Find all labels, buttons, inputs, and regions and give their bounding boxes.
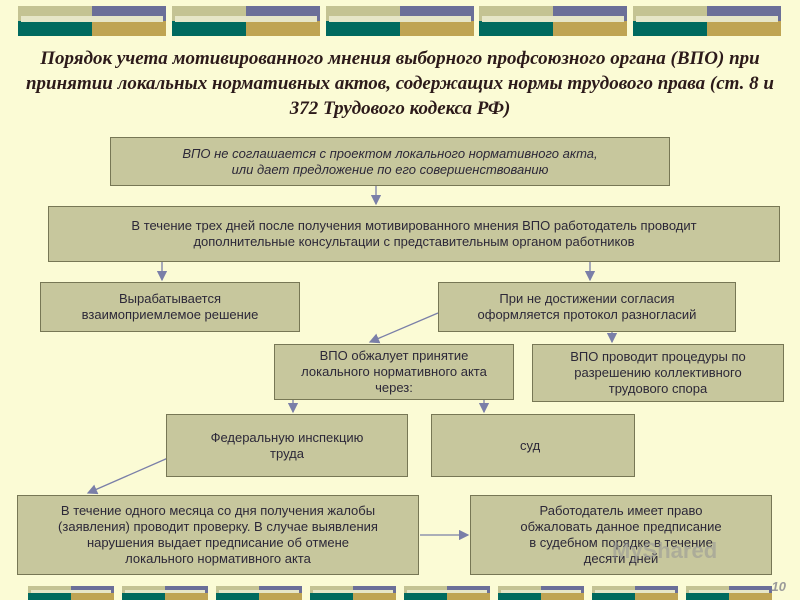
decor-tile: [479, 6, 627, 36]
decor-tile: [498, 586, 584, 600]
box-consultations: В течение трех дней после получения моти…: [48, 206, 780, 262]
box-vpo-disagrees: ВПО не соглашается с проектом локального…: [110, 137, 670, 186]
top-decor-strip: [0, 6, 800, 46]
decor-tile: [404, 586, 490, 600]
decor-tile: [633, 6, 781, 36]
box-mutual-decision: Вырабатывается взаимоприемлемое решение: [40, 282, 300, 332]
decor-tile: [122, 586, 208, 600]
page-title: Порядок учета мотивированного мнения выб…: [25, 48, 774, 119]
decor-tile: [172, 6, 320, 36]
arrow-noagree-to-appeal: [368, 312, 439, 344]
decor-tile: [28, 586, 114, 600]
decor-tile: [592, 586, 678, 600]
watermark-logo: MyShared: [612, 538, 718, 563]
decor-tile: [216, 586, 302, 600]
page-number: 10: [771, 579, 786, 594]
box-labor-dispute: ВПО проводит процедуры по разрешению кол…: [532, 344, 784, 402]
bottom-decor-strip: [0, 586, 800, 600]
box-inspection-check: В течение одного месяца со дня получения…: [17, 495, 419, 575]
box-court: суд: [431, 414, 635, 477]
box-federal-inspection: Федеральную инспекцию труда: [166, 414, 408, 477]
decor-tile: [686, 586, 772, 600]
decor-tile: [310, 586, 396, 600]
decor-tile: [326, 6, 474, 36]
decor-tile: [18, 6, 166, 36]
box-employer-appeal: Работодатель имеет право обжаловать данн…: [470, 495, 772, 575]
arrow-inspection-to-check: [86, 457, 169, 495]
box-vpo-appeals: ВПО обжалует принятие локального нормати…: [274, 344, 514, 400]
box-no-agreement: При не достижении согласия оформляется п…: [438, 282, 736, 332]
